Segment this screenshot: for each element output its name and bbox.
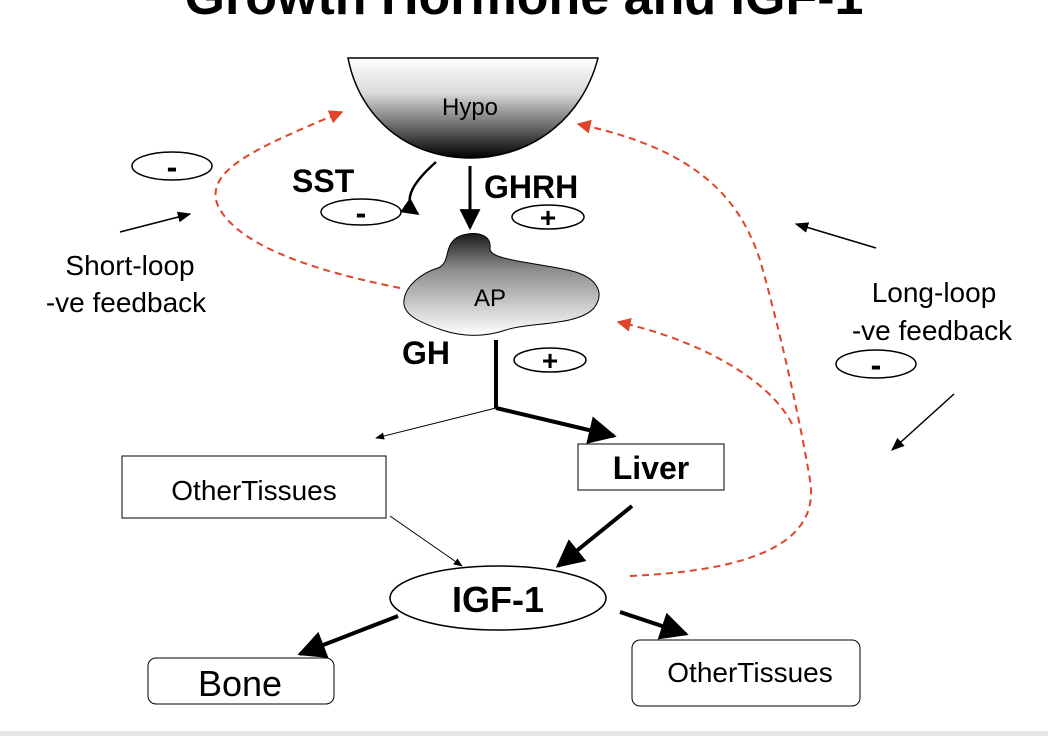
ghrh-plus-badge bbox=[511, 204, 585, 230]
short-loop-minus-sign: - bbox=[167, 149, 178, 185]
sst-minus-badge bbox=[320, 198, 402, 226]
liver-label: Liver bbox=[613, 450, 689, 486]
gh-label: GH bbox=[402, 335, 450, 371]
sst-arrow bbox=[400, 161, 437, 216]
liver-to-igf1-arrow bbox=[555, 504, 634, 568]
short-loop-label-line2: -ve feedback bbox=[46, 287, 207, 318]
ghrh-label: GHRH bbox=[484, 169, 578, 205]
long-loop-feedback-arrow-hypo bbox=[576, 119, 813, 577]
sst-minus-sign: - bbox=[356, 195, 367, 231]
other-tissues-right-box bbox=[631, 639, 861, 707]
long-loop-pointer-arrow-bottom bbox=[890, 393, 955, 451]
bone-box bbox=[147, 657, 335, 705]
bone-label: Bone bbox=[198, 663, 282, 704]
diagram-title: Growth Hormone and IGF-1 bbox=[185, 0, 864, 26]
short-loop-minus-badge bbox=[131, 151, 213, 181]
other-tissues-to-igf1-arrow bbox=[389, 515, 463, 567]
gh-to-liver-arrow bbox=[495, 406, 617, 444]
ghrh-plus-sign: + bbox=[540, 202, 556, 233]
igf1-to-other-tissues-arrow bbox=[619, 610, 689, 640]
long-loop-feedback-arrow-ap bbox=[616, 317, 793, 425]
sst-label: SST bbox=[292, 163, 355, 199]
igf1-to-bone-arrow bbox=[297, 614, 399, 658]
long-loop-label-line2: -ve feedback bbox=[852, 315, 1013, 346]
liver-box bbox=[577, 443, 725, 491]
long-loop-minus-sign: - bbox=[871, 347, 882, 383]
other-tissues-right-label: OtherTissues bbox=[667, 657, 832, 688]
short-loop-feedback-arrow bbox=[214, 110, 401, 289]
ap-shape bbox=[403, 233, 600, 336]
short-loop-pointer-arrow bbox=[119, 211, 192, 233]
hypo-label: Hypo bbox=[442, 94, 498, 121]
other-tissues-left-box bbox=[121, 455, 387, 519]
hypo-shape bbox=[347, 57, 599, 159]
ap-label: AP bbox=[474, 285, 506, 312]
igf1-node bbox=[389, 565, 607, 631]
igf1-label: IGF-1 bbox=[452, 579, 544, 620]
long-loop-pointer-arrow-top bbox=[794, 222, 877, 249]
gh-plus-badge bbox=[513, 347, 587, 373]
gh-plus-sign: + bbox=[542, 345, 558, 376]
long-loop-label-line1: Long-loop bbox=[872, 277, 997, 308]
long-loop-minus-badge bbox=[835, 349, 917, 379]
bottom-edge-bar bbox=[0, 731, 1048, 736]
short-loop-label-line1: Short-loop bbox=[65, 250, 194, 281]
other-tissues-left-label: OtherTissues bbox=[171, 475, 336, 506]
gh-to-other-tissues-arrow bbox=[375, 407, 497, 440]
